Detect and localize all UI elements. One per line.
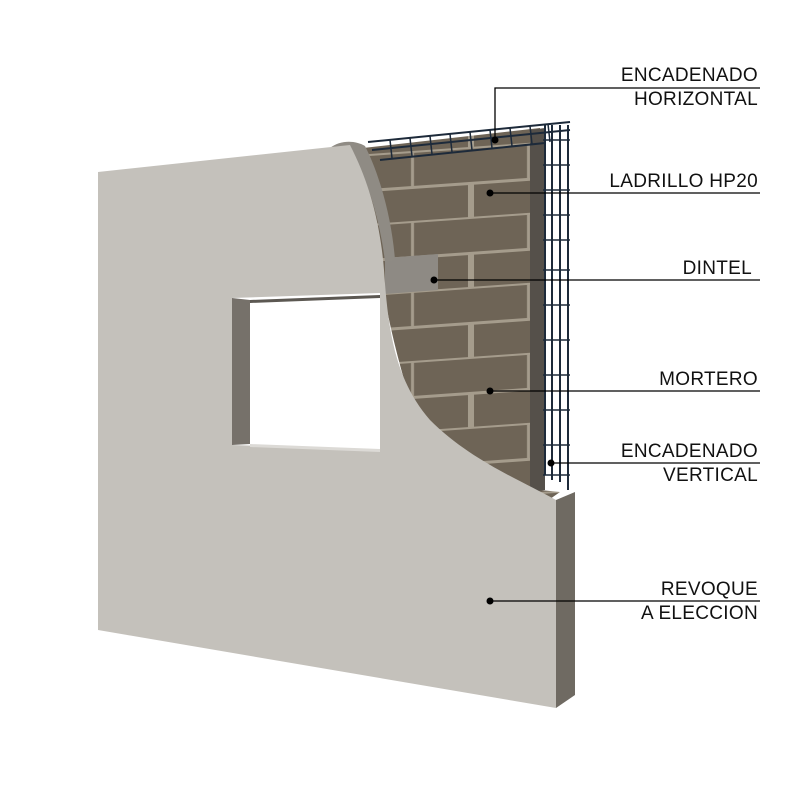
callout-line: MORTERO [659, 369, 758, 390]
callout-line: HORIZONTAL [633, 89, 758, 110]
callout-revoque: REVOQUE A ELECCION [641, 578, 758, 626]
horizontal-rebar-cage [367, 121, 571, 161]
callout-mortero: MORTERO [659, 368, 758, 392]
callout-line: ENCADENADO [620, 65, 758, 86]
callout-line: ENCADENADO [620, 441, 758, 462]
callout-line: REVOQUE [660, 579, 758, 600]
callout-encadenado-vertical: ENCADENADO VERTICAL [621, 440, 758, 488]
callout-line: LADRILLO HP20 [609, 171, 758, 192]
callout-dintel: DINTEL [683, 257, 752, 281]
callout-line: A ELECCION [640, 603, 758, 624]
leader-lines [434, 87, 760, 602]
callout-ladrillo-hp20: LADRILLO HP20 [609, 170, 758, 194]
callout-line: VERTICAL [663, 465, 758, 486]
plaster-layer [98, 141, 575, 708]
callout-line: DINTEL [682, 258, 752, 279]
callout-encadenado-horizontal: ENCADENADO HORIZONTAL [621, 64, 758, 112]
leader-dots [430, 136, 555, 605]
vertical-rebar-cage [543, 125, 570, 490]
